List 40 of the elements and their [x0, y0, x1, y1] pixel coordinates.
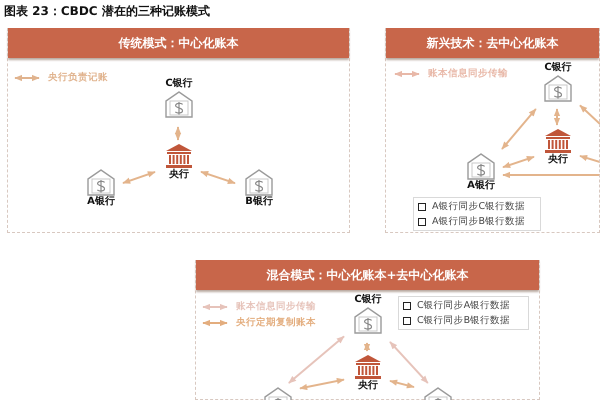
double-arrow: [501, 108, 537, 150]
bank-label: C银行: [354, 294, 382, 306]
bank-label: 央行: [169, 169, 189, 181]
double-arrow: [389, 380, 415, 388]
legend-text: 账本信息同步传输: [428, 67, 508, 80]
legend-text: 央行负责记账: [48, 71, 108, 84]
sync-note: A银行同步B银行数据: [432, 215, 526, 228]
double-arrow: [299, 378, 345, 390]
mode-panel: [7, 28, 350, 233]
double-arrow: [364, 342, 370, 352]
double-arrow: [502, 172, 600, 178]
legend-text: 央行定期复制账本: [236, 316, 316, 329]
bank-label: A银行: [87, 196, 115, 208]
panel-header: 传统模式：中心化账本: [8, 28, 349, 58]
panel-header: 混合模式：中心化账本+去中心化账本: [196, 260, 539, 290]
sync-note-box: [413, 197, 541, 231]
double-arrow: [579, 104, 600, 125]
mode-panel: [195, 260, 540, 400]
legend-text: 账本信息同步传输: [236, 300, 316, 313]
double-arrow: [389, 341, 429, 384]
sync-note-box: [398, 296, 529, 330]
bank-label: 央行: [548, 154, 568, 166]
sync-note: C银行同步B银行数据: [417, 314, 510, 327]
bank-label: C银行: [165, 78, 193, 90]
double-arrow: [554, 108, 560, 126]
panel-header: 新兴技术：去中心化账本: [386, 28, 599, 58]
bank-label: 央行: [358, 380, 378, 392]
double-arrow: [502, 156, 535, 168]
double-arrow: [122, 171, 156, 184]
chart-title: 图表 23：CBDC 潜在的三种记账模式: [4, 3, 210, 20]
double-arrow: [288, 336, 345, 384]
double-arrow: [579, 154, 600, 163]
bank-label: C银行: [544, 62, 572, 74]
sync-note: C银行同步A银行数据: [417, 299, 510, 312]
mode-panel: [385, 28, 600, 233]
double-arrow: [174, 126, 182, 141]
bank-label: B银行: [245, 196, 273, 208]
double-arrow: [200, 170, 236, 184]
sync-note: A银行同步C银行数据: [432, 200, 526, 213]
bank-label: A银行: [467, 180, 495, 192]
